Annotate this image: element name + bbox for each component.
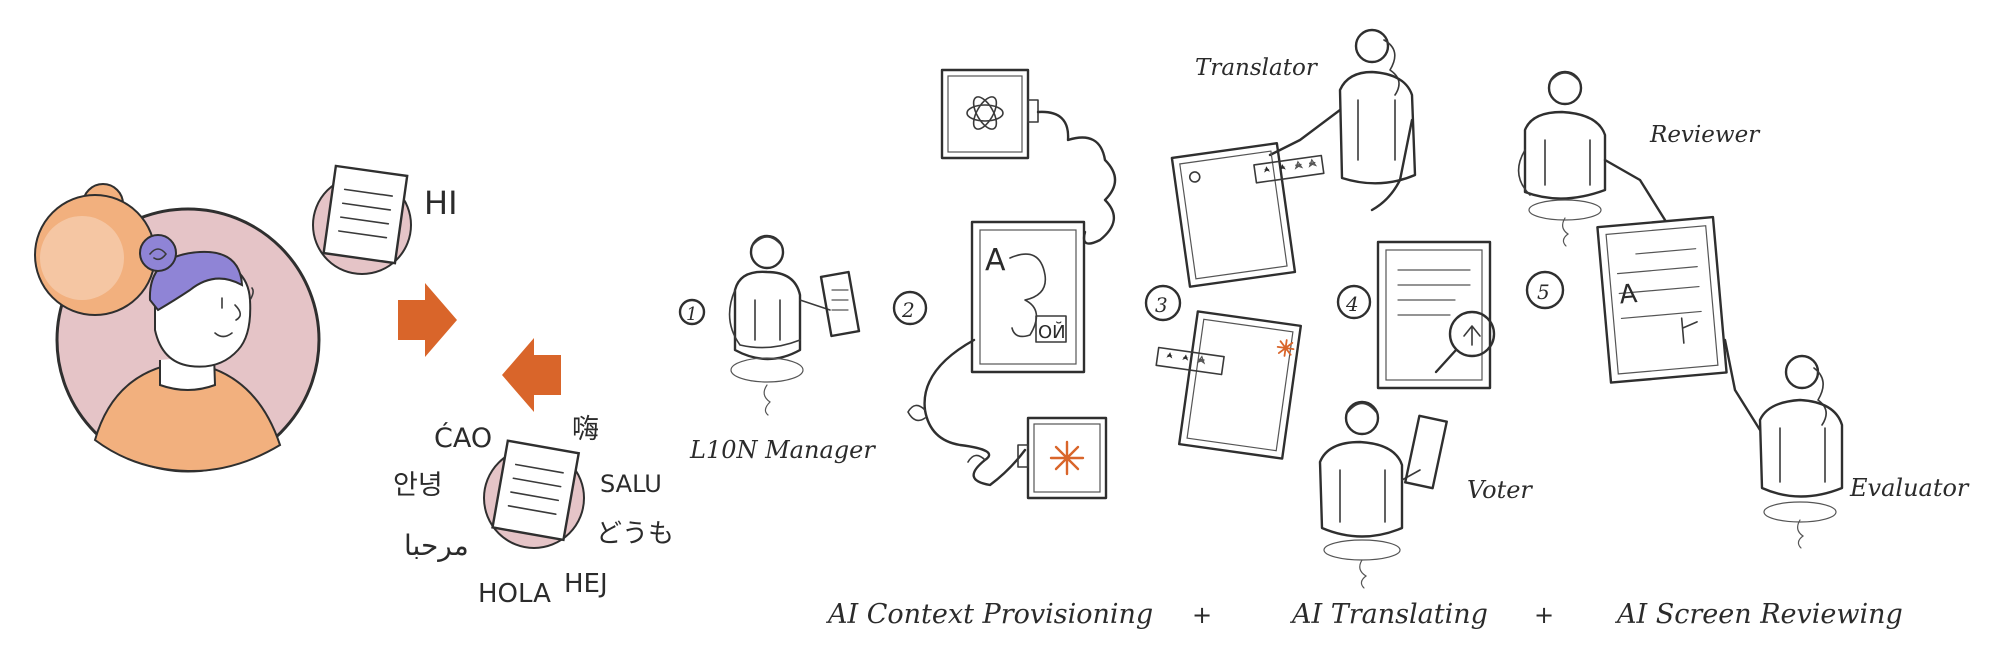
svg-text:A: A [985,243,1006,278]
arrow-right-icon [398,283,457,357]
tablet: A ОЙ [970,220,1086,374]
document-icon [322,164,409,265]
greeting-korean: 안녕 [393,470,443,501]
user-avatar [34,183,321,473]
translator-figure [1268,28,1417,212]
source-document: HI [312,164,458,275]
greetings-cluster: ĆAO 嗨 안녕 SALU どうも مرحبا HOLA HEJ [393,414,674,609]
plus-sign-1: + [1192,601,1212,629]
ai-translating-label: AI Translating [1289,599,1488,630]
step-1-number: 1 [686,304,697,325]
translated-document [483,439,585,549]
l10n-manager-label: L10N Manager [689,436,876,464]
step-5: 5 Reviewer A Evaluator [1517,70,1970,549]
reviewed-document: A [1596,215,1728,384]
svg-text:ОЙ: ОЙ [1038,321,1066,343]
svg-text:A: A [1618,279,1639,310]
star-rating-icon [1253,154,1325,184]
greeting-hola: HOLA [478,579,551,609]
step-3: 3 Translator [1144,28,1417,460]
ai-context-provisioning-label: AI Context Provisioning [825,599,1153,630]
openai-logo-icon [940,68,1039,160]
voter-label: Voter [1467,476,1533,504]
evaluator-label: Evaluator [1849,474,1970,502]
step-2: 2 A ОЙ [892,68,1117,500]
document-icon [491,439,581,542]
arrow-left-icon [502,338,561,412]
step-2-number: 2 [901,298,915,322]
step-3-number: 3 [1155,293,1168,317]
l10n-manager-figure [728,234,861,416]
translator-document-bottom [1177,310,1303,460]
greeting-salu: SALU [600,470,662,498]
step-1: 1 L10N Manager [678,234,876,464]
greeting-hej: HEJ [564,569,608,599]
step-4-number: 4 [1345,292,1359,316]
magnifier-icon [1434,310,1496,374]
bottom-caption: AI Context Provisioning + AI Translating… [825,599,1903,630]
evaluator-figure [1723,338,1844,549]
step-5-number: 5 [1537,280,1550,304]
ai-screen-reviewing-label: AI Screen Reviewing [1614,599,1903,630]
voter-figure [1318,400,1448,589]
greeting-cao: ĆAO [434,422,492,454]
translator-document-top [1170,142,1297,288]
plus-sign-2: + [1534,601,1554,629]
hi-label: HI [424,184,458,222]
reviewer-label: Reviewer [1649,122,1761,148]
asterisk-logo-icon [1017,416,1108,500]
greeting-chinese: 嗨 [572,414,599,445]
voter: Voter [1318,400,1533,589]
reviewer-figure [1517,70,1667,247]
step-4: 4 [1336,240,1496,390]
greeting-japanese: どうも [596,519,674,549]
star-rating-icon [1155,346,1225,376]
translator-label: Translator [1195,55,1319,81]
greeting-arabic: مرحبا [404,529,469,562]
